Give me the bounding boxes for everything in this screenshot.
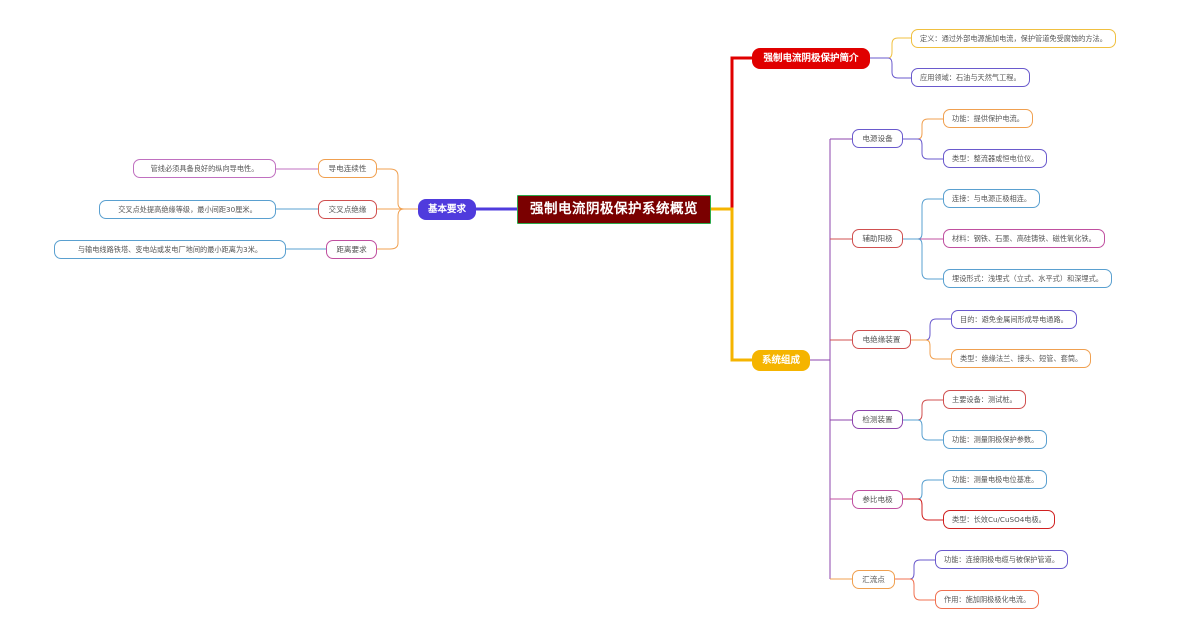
component-insulation-device[interactable]: 电绝缘装置 <box>852 330 911 349</box>
intro-topic[interactable]: 强制电流阴极保护简介 <box>752 48 870 69</box>
insulation-type[interactable]: 类型：绝缘法兰、接头、短管、套筒。 <box>951 349 1092 368</box>
power-supply-function[interactable]: 功能：提供保护电流。 <box>943 109 1033 128</box>
test-device-equipment[interactable]: 主要设备：测试桩。 <box>943 390 1026 409</box>
requirements-topic[interactable]: 基本要求 <box>418 199 476 220</box>
drain-point-function[interactable]: 功能：连接阴极电缆与被保护管道。 <box>935 550 1069 569</box>
connector-system-trunk <box>810 139 831 579</box>
component-drain-point[interactable]: 汇流点 <box>852 570 895 589</box>
anode-burial[interactable]: 埋设形式：浅埋式（立式、水平式）和深埋式。 <box>943 269 1112 288</box>
connector-root-intro <box>711 56 752 211</box>
electrode-type[interactable]: 类型：长效Cu/CuSO4电极。 <box>943 510 1055 529</box>
connector-req-3 <box>377 208 418 250</box>
component-auxiliary-anode[interactable]: 辅助阳极 <box>852 229 903 248</box>
system-topic[interactable]: 系统组成 <box>752 350 810 371</box>
root-topic[interactable]: 强制电流阴极保护系统概览 <box>517 195 711 224</box>
power-supply-type[interactable]: 类型：整流器或恒电位仪。 <box>943 149 1048 168</box>
component-test-device[interactable]: 检测装置 <box>852 410 903 429</box>
connector-intro-definition <box>870 37 911 59</box>
requirement-crossing-insulation-detail[interactable]: 交叉点处提高绝缘等级，最小间距30厘米。 <box>99 200 276 219</box>
requirement-continuity-detail[interactable]: 管线必须具备良好的纵向导电性。 <box>133 159 276 178</box>
component-power-supply[interactable]: 电源设备 <box>852 129 903 148</box>
connector-req-1 <box>377 168 418 210</box>
requirement-continuity[interactable]: 导电连续性 <box>318 159 377 178</box>
requirement-distance[interactable]: 距离要求 <box>326 240 377 259</box>
drain-point-role[interactable]: 作用：施加阴极极化电流。 <box>935 590 1040 609</box>
requirement-distance-detail[interactable]: 与输电线路铁塔、变电站或发电厂地间的最小距离为3米。 <box>54 240 286 259</box>
insulation-purpose[interactable]: 目的：避免金属间形成导电通路。 <box>951 310 1077 329</box>
intro-definition-node[interactable]: 定义：通过外部电源施加电流，保护管道免受腐蚀的方法。 <box>911 29 1116 48</box>
test-device-function[interactable]: 功能：测量阴极保护参数。 <box>943 430 1048 449</box>
electrode-function[interactable]: 功能：测量电极电位基准。 <box>943 470 1048 489</box>
intro-application-node[interactable]: 应用领域：石油与天然气工程。 <box>911 68 1030 87</box>
connector-intro-application <box>870 57 911 79</box>
anode-connection[interactable]: 连接：与电源正极相连。 <box>943 189 1041 208</box>
requirement-crossing-insulation[interactable]: 交叉点绝缘 <box>318 200 377 219</box>
component-reference-electrode[interactable]: 参比电极 <box>852 490 903 509</box>
anode-material[interactable]: 材料：钢铁、石墨、高硅铸铁、磁性氧化铁。 <box>943 229 1105 248</box>
connector-root-system <box>711 207 752 362</box>
